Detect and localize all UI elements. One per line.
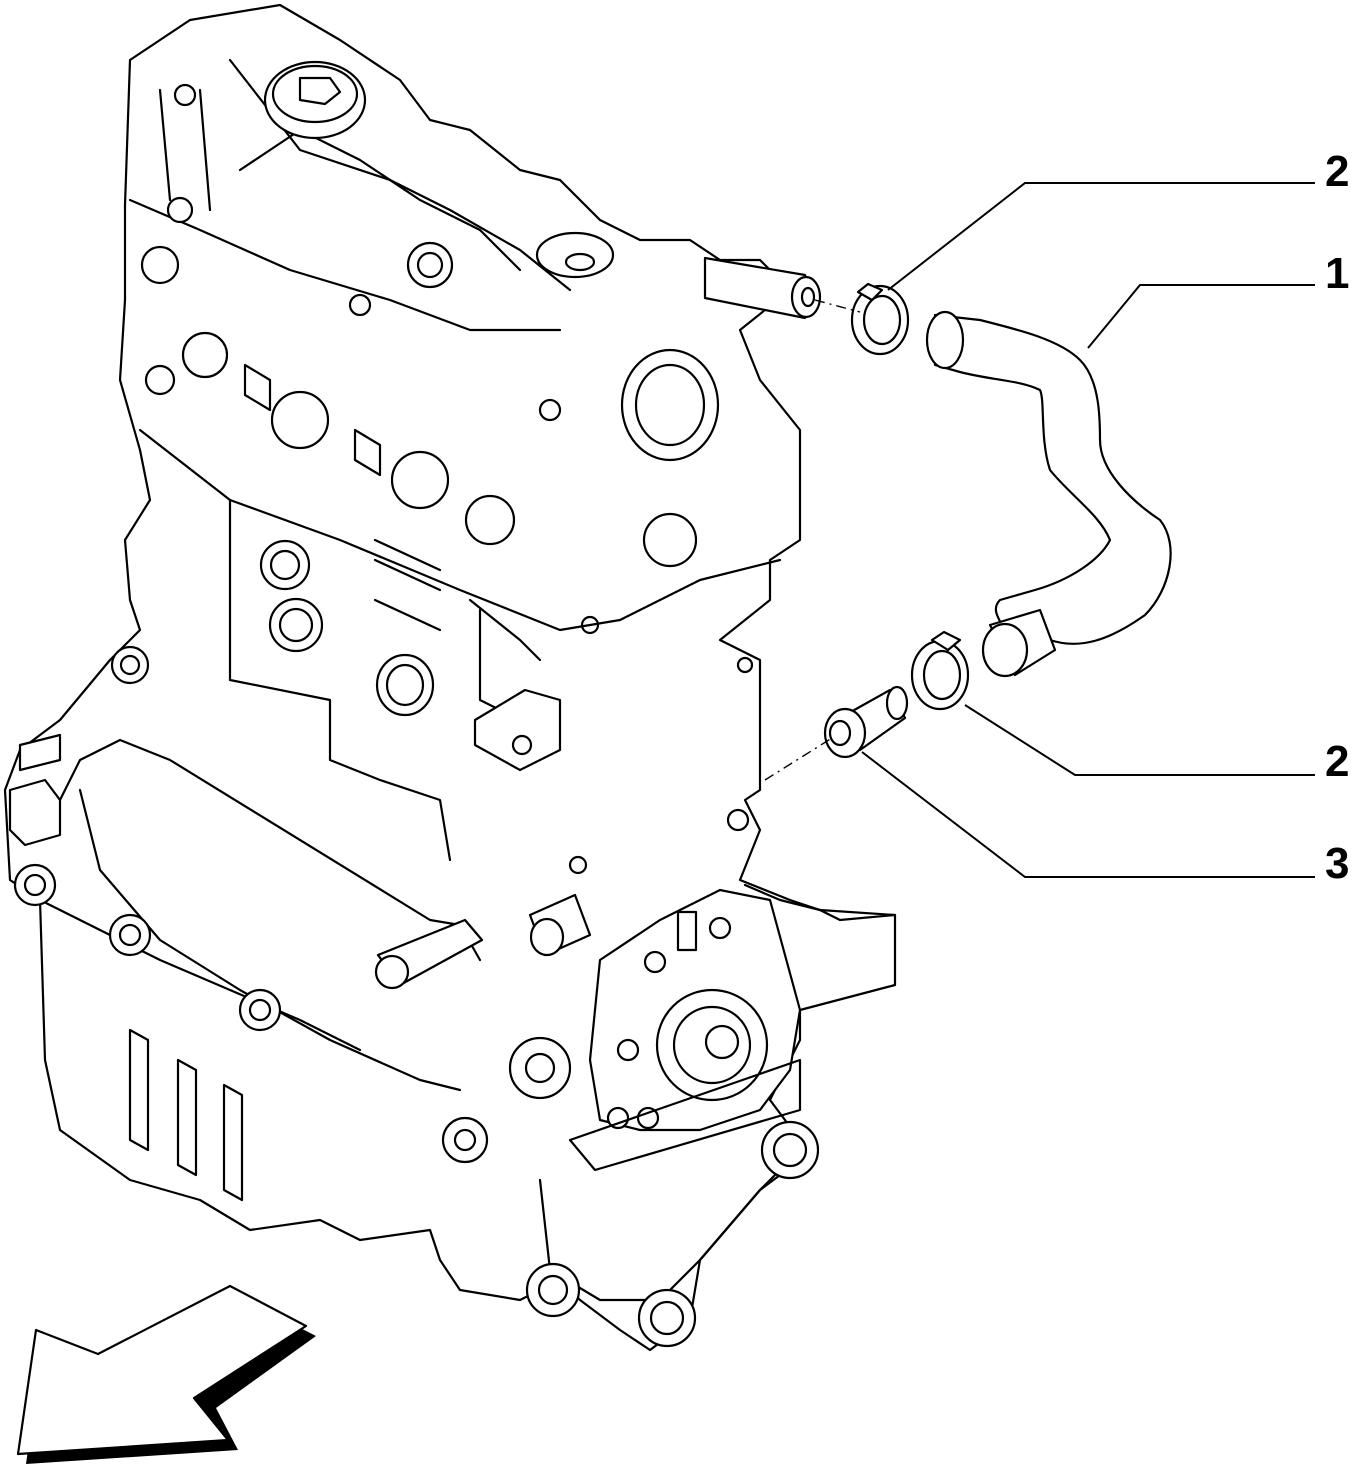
callout-2-top: 2: [1325, 147, 1350, 196]
callout-1: 1: [1325, 249, 1350, 298]
engine-block: [3, 3, 897, 1352]
hose-part-1: [925, 310, 1172, 678]
callout-2-bottom: 2: [1325, 737, 1350, 786]
clamp-part-2-bottom: [910, 630, 970, 711]
front-direction-arrow: [16, 1284, 316, 1464]
callout-3: 3: [1325, 839, 1350, 888]
clamp-part-2-top: [850, 282, 910, 356]
fitting-part-3: [823, 685, 909, 759]
leader-lines: [861, 182, 1315, 878]
